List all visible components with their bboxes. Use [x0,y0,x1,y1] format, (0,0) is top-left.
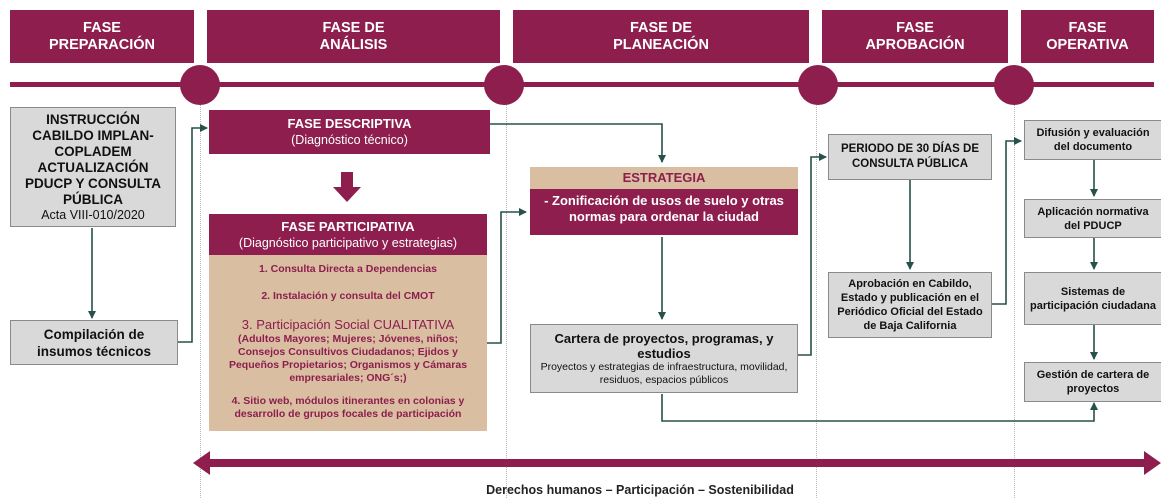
phase-label-line2: APROBACIÓN [865,36,965,53]
participativa-subtitle: (Diagnóstico participativo y estrategias… [238,236,458,250]
gestion-box: Gestión de cartera de proyectos [1024,362,1161,402]
phase-divider [1014,105,1015,498]
phase-label-line2: PREPARACIÓN [48,36,156,53]
descriptiva-subtitle: (Diagnóstico técnico) [291,133,408,147]
phase-divider [506,105,507,498]
participativa-item-1: 1. Consulta Directa a Dependencias [259,263,437,275]
compilacion-box: Compilación de insumos técnicos [10,320,178,365]
aprobacion-label: Aprobación en Cabildo, Estado y publicac… [837,278,983,332]
gestion-label: Gestión de cartera de proyectos [1036,369,1150,395]
instruccion-cabildo-box: INSTRUCCIÓN CABILDO IMPLAN-COPLADEM ACTU… [10,107,176,227]
footer-caption: Derechos humanos – Participación – Soste… [486,483,794,497]
timeline-milestone [484,65,524,105]
sistemas-label: Sistemas de participación ciudadana [1030,285,1156,312]
timeline-bar [10,82,1154,87]
phase-label-line1: FASE [83,19,121,36]
participativa-body: 1. Consulta Directa a Dependencias 2. In… [209,255,487,421]
phase-label-line2: OPERATIVA [1046,36,1129,53]
timeline-milestone [180,65,220,105]
aprobacion-cabildo-box: Aprobación en Cabildo, Estado y publicac… [828,272,992,338]
fase-descriptiva-box: FASE DESCRIPTIVA (Diagnóstico técnico) [209,110,490,154]
estrategia-box: ESTRATEGIA - Zonificación de usos de sue… [530,167,798,235]
timeline-milestone [994,65,1034,105]
cartera-body: Proyectos y estrategias de infraestructu… [540,361,788,386]
instruccion-acta: Acta VIII-010/2020 [41,207,145,222]
participativa-header: FASE PARTICIPATIVA (Diagnóstico particip… [209,214,487,255]
estrategia-body: - Zonificación de usos de suelo y otras … [544,193,784,224]
phase-label-line2: PLANEACIÓN [613,36,709,53]
descriptiva-title: FASE DESCRIPTIVA [287,116,412,131]
aplicacion-label: Aplicación normativa del PDUCP [1037,205,1149,232]
periodo-label: PERIODO DE 30 DÍAS DE CONSULTA PÚBLICA [840,143,980,170]
phase-divider [816,105,817,498]
compilacion-label: Compilación de insumos técnicos [36,326,152,359]
fase-participativa-box: FASE PARTICIPATIVA (Diagnóstico particip… [209,214,487,431]
cartera-title: Cartera de proyectos, programas, y estud… [554,331,774,361]
difusion-label: Difusión y evaluación del documento [1036,127,1150,153]
participativa-item-4: 4. Sitio web, módulos itinerantes en col… [231,395,465,420]
participativa-item-3-title: 3. Participación Social CUALITATIVA [241,317,455,332]
participativa-item-2: 2. Instalación y consulta del CMOT [261,290,435,302]
instruccion-title: INSTRUCCIÓN CABILDO IMPLAN-COPLADEM ACTU… [24,111,162,207]
estrategia-title: ESTRATEGIA [530,167,798,189]
periodo-consulta-box: PERIODO DE 30 DÍAS DE CONSULTA PÚBLICA [828,134,992,180]
sistemas-box: Sistemas de participación ciudadana [1024,272,1161,325]
participativa-title: FASE PARTICIPATIVA [281,219,415,234]
phase-label-line1: FASE [896,19,934,36]
phase-label-line1: FASE DE [629,19,693,36]
difusion-box: Difusión y evaluación del documento [1024,120,1161,160]
participativa-item-3-detail: (Adultos Mayores; Mujeres; Jóvenes, niño… [228,333,468,384]
phase-divider [200,105,201,498]
aplicacion-box: Aplicación normativa del PDUCP [1024,199,1161,238]
phase-label-line2: ANÁLISIS [319,36,388,53]
cartera-box: Cartera de proyectos, programas, y estud… [530,324,798,393]
phase-label-line1: FASE [1068,19,1107,36]
timeline-milestone [798,65,838,105]
phase-label-line1: FASE DE [322,19,385,36]
